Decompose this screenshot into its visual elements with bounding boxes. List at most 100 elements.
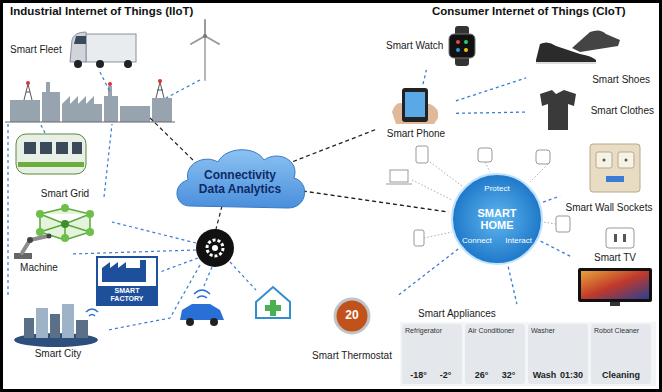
node-text: Robot Cleaner [594,327,648,335]
picture-label: Smart Watch [384,24,480,68]
watch-picture [449,26,475,66]
robot-arm [14,234,52,260]
car-picture [180,304,224,320]
appliance-tile: Air Conditioner26°32° [465,324,525,384]
robot-arm [47,234,52,239]
factory-icon [97,257,157,305]
factory-skyline [158,79,162,83]
robot-arm [22,236,48,253]
factory-skyline [104,96,118,122]
home-circle: ProtectSMART HOMEConnectInteract [450,172,544,266]
node-text: SMART FACTORY [98,286,156,304]
thermostat-node: 20Smart Thermostat [306,298,398,364]
node-text: 20 [345,308,358,322]
sockets-picture [618,152,634,168]
node-text: Smart Wall Sockets [566,202,653,214]
picture-label: Smart Shoes [528,26,652,88]
plug-picture [606,228,634,248]
car-picture [194,290,210,298]
home-devices [430,162,462,186]
node-text: 26° [468,370,495,381]
gear-hub [207,240,223,256]
node-text: Smart Grid [41,188,89,200]
city-picture [24,318,34,338]
iiot-wires [204,267,212,286]
sockets-picture [590,144,640,192]
health-home-icon [256,287,290,318]
node-text: Machine [20,262,58,274]
appliance-group: Smart AppliancesRefrigerator-18°-2°Air C… [398,306,656,388]
picture-label: Smart Wall Sockets [562,140,656,216]
node-text: -18° [405,370,432,381]
grid-picture [61,220,69,228]
iiot-wires [7,124,8,298]
city-picture [86,309,98,316]
factory-skyline [108,86,112,96]
dashed-connector [543,196,560,202]
tram-picture [18,162,84,167]
home-devices [556,216,570,232]
appliance-tile: WasherWash01:30 [528,324,588,384]
truck-picture [70,32,86,62]
factory-skyline [120,106,150,122]
dashed-connector [396,249,458,297]
clothes-picture [540,90,576,130]
home-devices [386,184,412,185]
truck-picture [86,34,136,62]
sockets-picture [606,176,624,182]
plug-picture [623,234,626,242]
watch-picture [449,34,475,58]
shoes-picture [536,62,596,64]
iiot-wires [230,262,256,290]
plug-picture [614,234,617,242]
plug-picture [606,228,634,248]
health-home-icon [265,300,281,316]
home-devices [390,170,408,182]
sockets-picture [596,152,612,168]
shoes-picture [536,30,620,64]
thermostat-dial [335,299,369,333]
factory-skyline [5,122,175,123]
gear-hub [196,229,234,267]
appliance-panel [400,322,656,386]
car-picture [180,290,224,326]
city-picture [62,304,74,338]
robot-arm [27,237,33,243]
node-text: Smart TV [594,252,636,264]
cloud-outline [177,150,305,208]
factory-icon-box: SMART FACTORY [96,256,158,306]
car-picture [186,318,194,326]
dashed-connector [456,112,526,113]
truck-picture [74,60,82,68]
truck-picture [96,60,104,68]
wind-turbine [204,36,206,80]
node-text: 32° [495,370,522,381]
phone-picture [405,92,425,117]
iiot-wires [104,124,112,197]
node-text: Smart Watch [386,40,443,52]
factory-skyline [10,82,172,122]
gear-hub [196,229,234,267]
factory-skyline [152,98,172,122]
node-text: Washer [531,327,585,335]
tram-picture [24,142,36,154]
dashed-connector [456,78,526,101]
factory-icon [97,257,157,305]
grid-picture [86,228,94,236]
health-home-icon [256,287,290,318]
appliance-tile: Robot CleanerCleaning [591,324,651,384]
factory-skyline [24,82,164,100]
factory-icon [102,260,146,282]
watch-picture [464,48,468,52]
node-text: Wash [531,370,558,381]
grid-picture [61,234,69,242]
iiot-wires [112,222,196,243]
picture-label: Smart TV [572,250,658,308]
tram-picture [56,142,68,154]
grid-picture [36,210,44,218]
node-text: Cleaning [594,370,648,381]
wind-turbine [191,36,205,44]
node-text: Protect [450,184,544,194]
grid-picture [36,228,44,236]
